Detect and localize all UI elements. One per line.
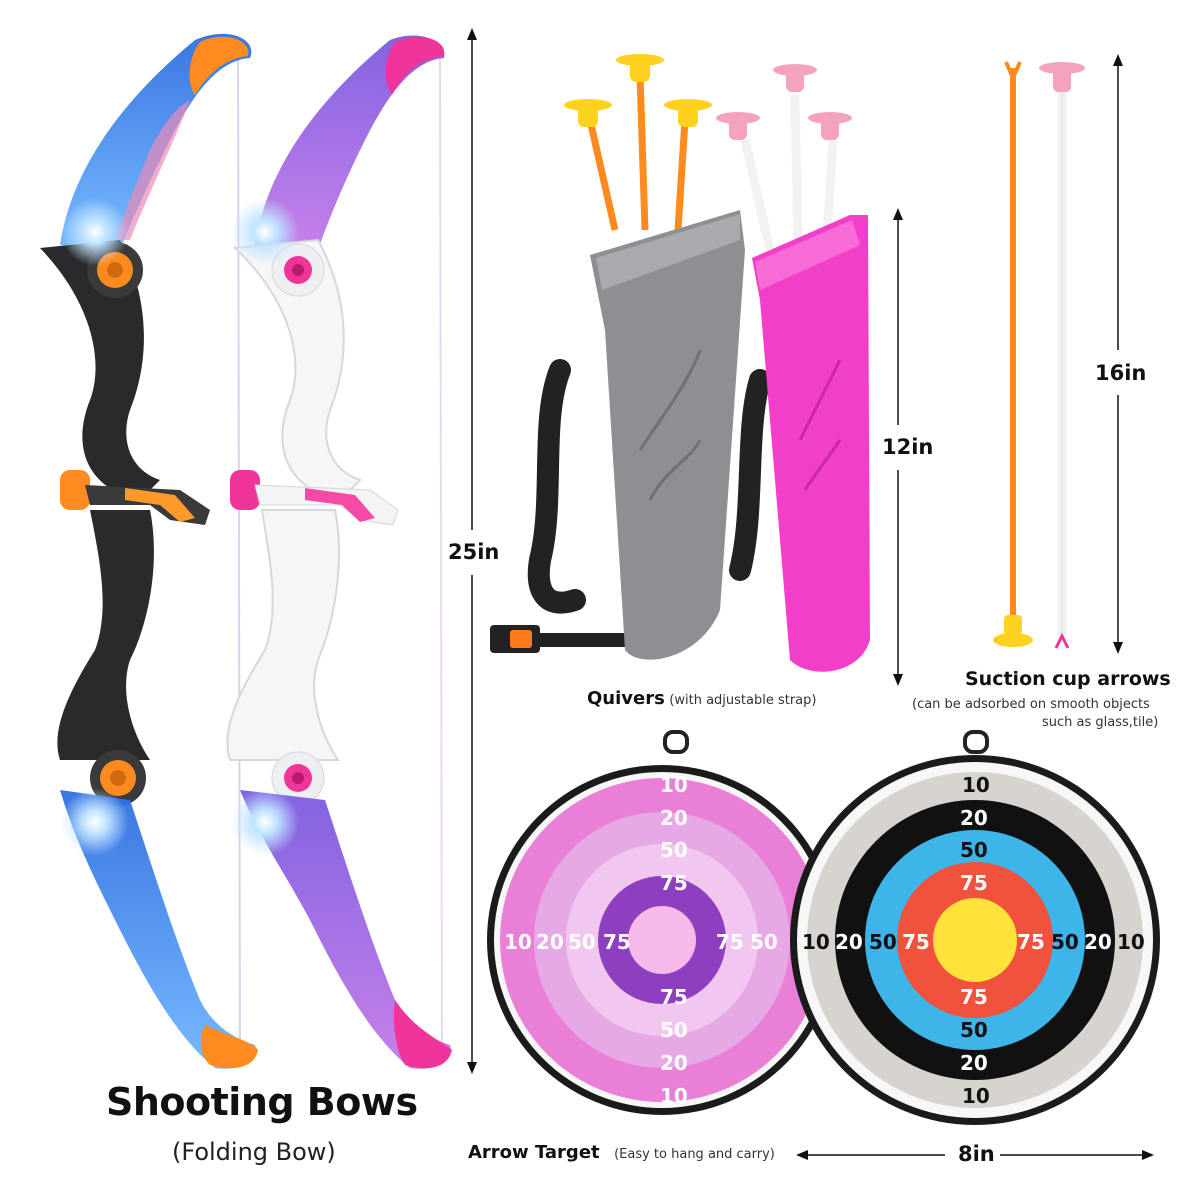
classic-ring-right-50: 50 xyxy=(1051,930,1079,954)
target-caption: Arrow Target (Easy to hang and carry) xyxy=(468,1142,775,1163)
classic-ring-top-75: 75 xyxy=(960,871,988,895)
classic-ring-left-50: 50 xyxy=(869,930,897,954)
quiver-pink xyxy=(729,215,870,672)
quiver-height-label: 12in xyxy=(882,435,934,459)
target-diameter-dimension-line xyxy=(796,1150,1154,1160)
bows-title: Shooting Bows xyxy=(106,1080,418,1124)
quiver-arrows xyxy=(564,54,852,251)
classic-ring-left-10: 10 xyxy=(802,930,830,954)
pink-ring-bottom-50: 50 xyxy=(660,1018,688,1042)
target-title: Arrow Target xyxy=(468,1142,600,1163)
pink-ring-bottom-10: 10 xyxy=(660,1084,688,1108)
bow-blue-black xyxy=(40,33,258,1069)
classic-ring-top-50: 50 xyxy=(960,838,988,862)
pink-ring-bottom-20: 20 xyxy=(660,1051,688,1075)
pink-ring-left-75: 75 xyxy=(603,930,631,954)
quiver-gray xyxy=(490,210,745,660)
bow-white-pink xyxy=(226,35,452,1069)
quivers-subtitle: (with adjustable strap) xyxy=(669,693,817,708)
pink-ring-left-50: 50 xyxy=(568,930,596,954)
quiver-height-dimension-line xyxy=(893,208,903,686)
target-pink xyxy=(487,730,837,1115)
classic-ring-left-75: 75 xyxy=(902,930,930,954)
classic-ring-right-20: 20 xyxy=(1084,930,1112,954)
arrow-length-label: 16in xyxy=(1095,361,1147,385)
classic-ring-top-10: 10 xyxy=(962,773,990,797)
classic-ring-right-75: 75 xyxy=(1017,930,1045,954)
classic-ring-left-20: 20 xyxy=(835,930,863,954)
classic-ring-bottom-75: 75 xyxy=(960,985,988,1009)
pink-ring-left-10: 10 xyxy=(504,930,532,954)
bow-height-label: 25in xyxy=(448,540,500,564)
target-classic xyxy=(790,730,1160,1125)
pink-ring-right-75: 75 xyxy=(716,930,744,954)
bow-height-dimension-line xyxy=(467,28,477,1074)
pink-ring-right-50: 50 xyxy=(750,930,778,954)
pink-ring-bottom-75: 75 xyxy=(660,985,688,1009)
suction-arrows xyxy=(993,61,1085,649)
target-diameter-label: 8in xyxy=(958,1142,995,1166)
classic-ring-top-20: 20 xyxy=(960,806,988,830)
pink-ring-top-50: 50 xyxy=(660,838,688,862)
classic-ring-bottom-10: 10 xyxy=(962,1084,990,1108)
arrows-subtitle-line1: (can be adsorbed on smooth objects xyxy=(912,697,1150,712)
quivers-caption: Quivers (with adjustable strap) xyxy=(587,688,816,709)
target-subtitle: (Easy to hang and carry) xyxy=(614,1147,775,1162)
quivers-title: Quivers xyxy=(587,688,665,709)
arrows-subtitle-line2: such as glass,tile) xyxy=(1042,715,1159,730)
arrow-length-dimension-line xyxy=(1113,54,1123,654)
classic-ring-right-10: 10 xyxy=(1117,930,1145,954)
arrows-title: Suction cup arrows xyxy=(965,668,1171,690)
pink-ring-top-20: 20 xyxy=(660,806,688,830)
classic-ring-bottom-50: 50 xyxy=(960,1018,988,1042)
pink-ring-top-75: 75 xyxy=(660,871,688,895)
pink-ring-top-10: 10 xyxy=(660,773,688,797)
bows-subtitle: (Folding Bow) xyxy=(172,1138,336,1166)
classic-ring-bottom-20: 20 xyxy=(960,1051,988,1075)
pink-ring-left-20: 20 xyxy=(536,930,564,954)
